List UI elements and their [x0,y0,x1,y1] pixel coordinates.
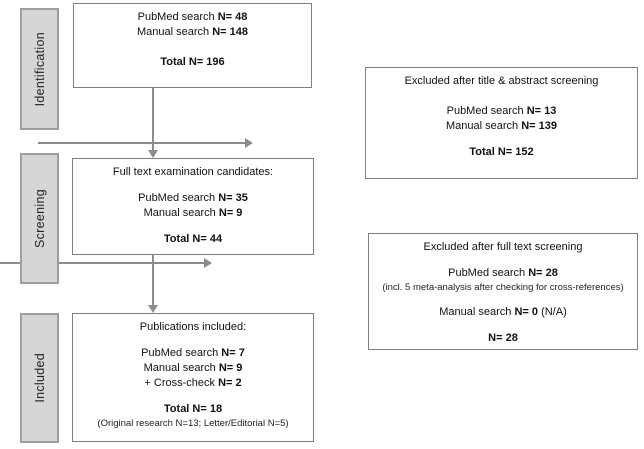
stage-included-label: Included [32,353,47,403]
fulltext-title: Full text examination candidates: [112,166,274,178]
fulltext-total-line: Total N= 44 [163,233,223,245]
excluded-ft-total-line: N= 28 [488,332,518,344]
box-fulltext-candidates: Full text examination candidates: PubMed… [72,158,314,255]
stage-identification: Identification [20,8,59,130]
arrow-screening-to-included-line [152,255,154,305]
included-title: Publications included: [139,321,247,333]
included-note: (Original research N=13; Letter/Editoria… [97,418,289,429]
box-included-publications: Publications included: PubMed search N= … [72,313,314,442]
identification-total-line: Total N= 196 [160,56,225,68]
box-excluded-fulltext: Excluded after full text screening PubMe… [368,233,638,350]
excluded-ft-title: Excluded after full text screening [423,241,583,253]
excluded-ft-note: (incl. 5 meta-analysis after checking fo… [382,282,624,293]
included-crosscheck-line: + Cross-check N= 2 [144,377,242,389]
arrow-to-excluded-title-abstract-head-icon [245,138,253,148]
excluded-ta-title: Excluded after title & abstract screenin… [404,75,599,87]
arrow-top-to-screening-head-icon [148,150,158,158]
excluded-ft-manual-line: Manual search N= 0 (N/A) [439,306,567,318]
included-pubmed-line: PubMed search N= 7 [141,347,245,359]
stage-identification-label: Identification [32,31,47,107]
excluded-ft-pubmed-line: PubMed search N= 28 [448,267,558,279]
arrow-screening-to-included-head-icon [148,305,158,313]
excluded-ta-total-line: Total N= 152 [469,146,534,158]
stage-included: Included [20,313,59,443]
box-identification-totals: PubMed search N= 48 Manual search N= 148… [73,3,312,88]
fulltext-manual-line: Manual search N= 9 [143,207,243,219]
arrow-to-excluded-fulltext-head-icon [204,258,212,268]
identification-pubmed-line: PubMed search N= 48 [137,11,248,23]
arrow-to-excluded-fulltext-line [0,262,204,264]
fulltext-pubmed-line: PubMed search N= 35 [138,192,248,204]
arrow-to-excluded-title-abstract-line [38,142,245,144]
excluded-ta-manual-line: Manual search N= 139 [446,120,557,132]
box-excluded-title-abstract: Excluded after title & abstract screenin… [365,67,638,179]
stage-screening-label: Screening [32,189,47,248]
included-total-line: Total N= 18 [163,403,223,415]
included-manual-line: Manual search N= 9 [143,362,243,374]
excluded-ta-pubmed-line: PubMed search N= 13 [446,105,557,117]
stage-screening: Screening [20,153,59,284]
identification-manual-line: Manual search N= 148 [137,26,248,38]
arrow-top-to-screening-line [152,88,154,150]
